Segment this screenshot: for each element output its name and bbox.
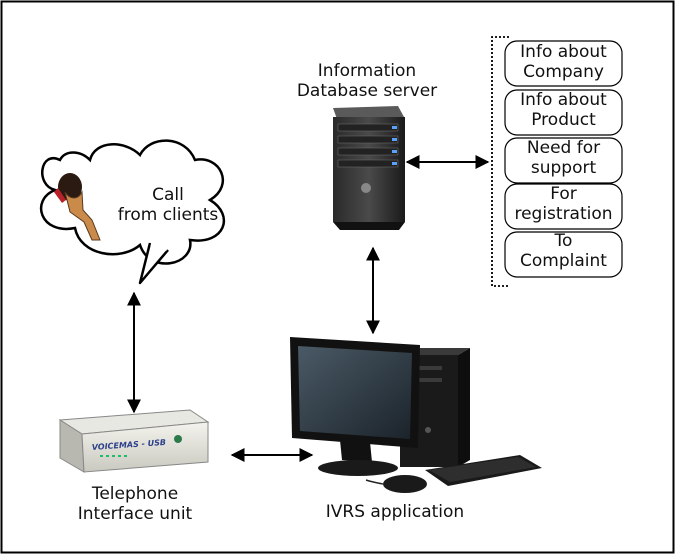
server-label-line2: Database server xyxy=(296,81,438,102)
option-label-company: Info about Company xyxy=(505,42,622,82)
option-box-product xyxy=(504,89,623,136)
option-company-line2: Company xyxy=(523,61,604,82)
cloud-label: Call from clients xyxy=(108,185,228,226)
options-boxes xyxy=(504,40,623,278)
option-company-line1: Info about xyxy=(520,42,607,62)
options-bracket xyxy=(491,36,509,287)
option-complaint-line1: To xyxy=(554,231,573,251)
option-product-line2: Product xyxy=(531,109,596,130)
option-box-company xyxy=(504,40,623,87)
telephone-unit-icon: VOICEMAS - USB xyxy=(58,409,210,473)
call-cloud xyxy=(39,139,226,285)
telephone-label-line1: Telephone xyxy=(91,484,179,504)
option-registration-line1: For xyxy=(550,184,577,204)
option-product-line1: Info about xyxy=(520,90,607,110)
option-box-support xyxy=(504,137,623,184)
option-complaint-line2: Complaint xyxy=(520,250,607,271)
computer-icon xyxy=(290,337,542,493)
option-support-line1: Need for xyxy=(526,138,601,158)
telephone-label: Telephone Interface unit xyxy=(60,484,210,525)
option-label-support: Need for support xyxy=(505,138,622,178)
option-registration-line2: registration xyxy=(514,203,613,224)
telephone-label-line2: Interface unit xyxy=(77,504,193,525)
ivrs-label-text: IVRS application xyxy=(325,502,465,522)
option-label-product: Info about Product xyxy=(505,90,622,130)
option-box-complaint xyxy=(504,231,623,278)
option-box-registration xyxy=(504,183,623,230)
caller-person-icon xyxy=(54,173,101,241)
cloud-label-line1: Call xyxy=(152,185,184,205)
ivrs-label: IVRS application xyxy=(310,502,480,522)
option-label-complaint: To Complaint xyxy=(505,231,622,271)
server-icon xyxy=(333,106,405,230)
cloud-label-line2: from clients xyxy=(117,205,219,226)
option-support-line2: support xyxy=(530,157,597,178)
server-label: Information Database server xyxy=(282,61,452,102)
server-label-line1: Information xyxy=(317,61,417,81)
option-label-registration: For registration xyxy=(505,184,622,224)
